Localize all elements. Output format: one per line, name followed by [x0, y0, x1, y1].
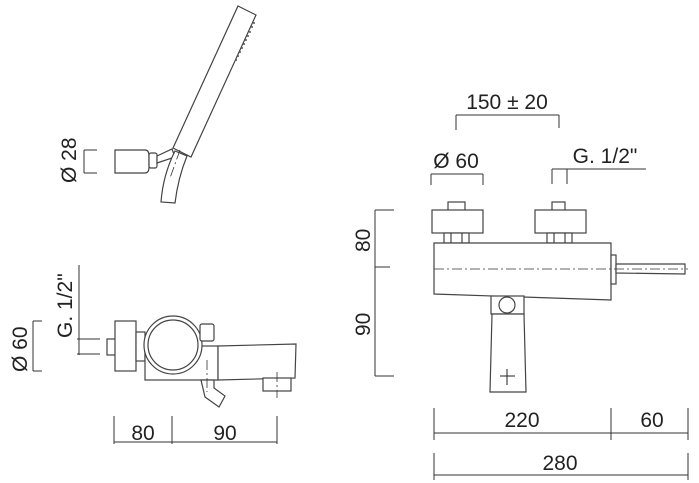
dimension-side-knob-diameter: Ø 60 — [9, 320, 42, 372]
dim-label: 150 ± 20 — [466, 91, 548, 114]
hand-shower — [114, 5, 257, 204]
dimension-side-thread: G. 1/2" — [54, 265, 100, 355]
dimension-front-heights: 80 90 — [352, 209, 394, 377]
shower-nozzles — [235, 22, 255, 61]
dimension-hand-shower-diameter: Ø 28 — [58, 137, 97, 183]
left-knob — [431, 209, 484, 234]
lever — [200, 379, 226, 408]
left-nut — [443, 232, 470, 244]
dim-label: 90 — [213, 422, 236, 445]
dim-label: G. 1/2" — [573, 145, 638, 168]
dimension-side-widths: 80 90 — [113, 416, 278, 445]
body — [433, 242, 612, 301]
dim-label: 60 — [640, 409, 663, 432]
dimension-front-widths: 220 60 280 — [433, 408, 689, 480]
spout — [217, 343, 297, 381]
dim-label: 90 — [352, 313, 375, 336]
wall-holder — [114, 149, 150, 174]
right-nut — [546, 232, 573, 244]
diverter-cap — [199, 323, 215, 342]
knob — [114, 320, 137, 372]
dim-label: Ø 28 — [58, 137, 81, 183]
dim-label: G. 1/2" — [54, 273, 77, 338]
lever-cap — [610, 254, 617, 285]
mixer-side-view — [106, 315, 297, 408]
diverter — [498, 296, 516, 314]
right-knob — [534, 209, 587, 234]
mixer-front-view — [431, 201, 688, 393]
holder-joint — [148, 152, 158, 169]
hose — [160, 150, 188, 204]
dimension-front-thread: G. 1/2" — [551, 145, 646, 184]
spout — [489, 313, 527, 393]
dim-label: 280 — [542, 452, 577, 475]
dim-label: 80 — [352, 229, 375, 252]
dim-label: Ø 60 — [9, 326, 32, 372]
dimension-front-knob-diameter: Ø 60 — [430, 150, 484, 185]
dim-label: 220 — [504, 409, 539, 432]
dim-label: 80 — [131, 422, 154, 445]
dimension-centers: 150 ± 20 — [455, 91, 560, 130]
dim-label: Ø 60 — [433, 150, 479, 173]
